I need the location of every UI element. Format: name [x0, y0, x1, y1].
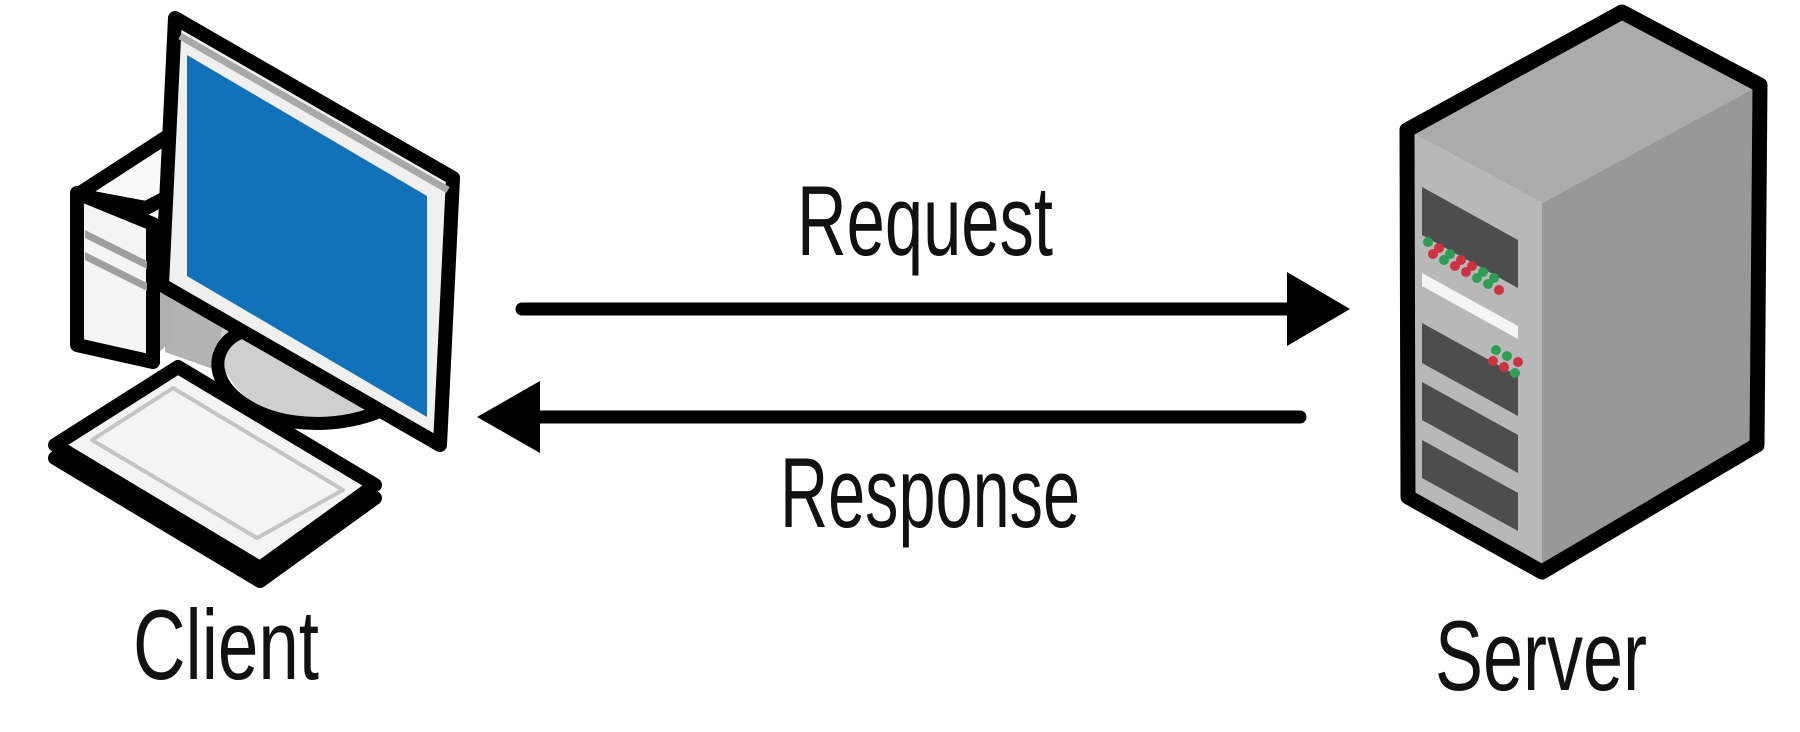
server-bay: [1422, 382, 1518, 473]
desktop-computer-icon: [48, 11, 460, 588]
monitor-icon: [155, 11, 460, 452]
led-light: [1439, 255, 1449, 265]
response-label: Response: [780, 437, 1080, 548]
monitor-screen: [187, 55, 427, 417]
led-light: [1450, 261, 1460, 271]
led-light: [1483, 279, 1493, 289]
led-light: [1494, 285, 1504, 295]
server-bay: [1422, 323, 1518, 416]
response-arrow: [477, 381, 1307, 453]
led-light: [1510, 368, 1520, 378]
led-light: [1472, 273, 1482, 283]
led-light: [1513, 357, 1523, 367]
server-led-cluster: [1488, 345, 1523, 378]
led-light: [1423, 237, 1433, 247]
tower-vent-slot: [85, 230, 147, 269]
server-bay: [1422, 187, 1518, 288]
response-arrowhead: [477, 381, 540, 453]
led-light: [1491, 345, 1501, 355]
request-label: Request: [797, 165, 1053, 276]
server-bay: [1422, 440, 1518, 531]
monitor-bevel: [178, 32, 450, 194]
tower-front-face: [70, 186, 160, 369]
led-light: [1499, 362, 1509, 372]
led-light: [1488, 356, 1498, 366]
keyboard-icon: [48, 360, 382, 588]
server-side-face: [1542, 85, 1760, 572]
server-outline: [1399, 4, 1768, 580]
server-label: Server: [1435, 600, 1647, 711]
led-light: [1428, 249, 1438, 259]
request-arrow: [515, 272, 1350, 346]
led-light: [1461, 267, 1471, 277]
server-led-strip: [1423, 237, 1504, 295]
server-front-stripe: [1422, 273, 1518, 339]
tower-vent-slot: [85, 252, 147, 291]
client-label: Client: [133, 589, 319, 700]
server-top-face: [1407, 12, 1760, 203]
server-tower-icon: [1399, 4, 1768, 580]
keyboard-key-area: [90, 386, 345, 540]
request-arrowhead: [1287, 272, 1350, 346]
led-light: [1502, 351, 1512, 361]
